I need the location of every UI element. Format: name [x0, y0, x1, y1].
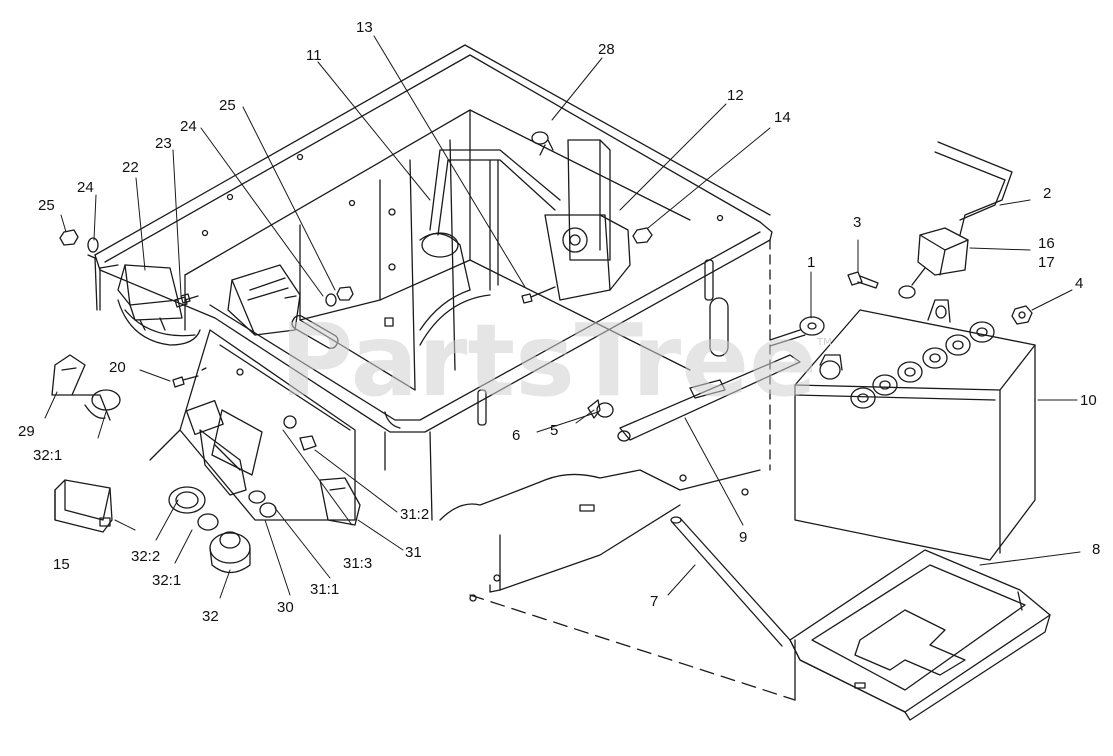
callout-8: 8 [1092, 541, 1100, 558]
callout-31: 31 [405, 544, 422, 561]
battery [794, 299, 1036, 561]
nut-washer-left [59, 229, 99, 311]
callout-29: 29 [18, 423, 35, 440]
callout-32-1: 32:1 [152, 572, 181, 589]
bolt-3 [847, 271, 879, 289]
watermark: PartsTree TM [280, 302, 832, 419]
callout-16: 16 [1038, 235, 1055, 252]
strap-9 [617, 354, 801, 442]
callout-12: 12 [727, 87, 744, 104]
gauge-parts [168, 415, 361, 574]
callout-17: 17 [1038, 254, 1055, 271]
callout-3: 3 [853, 214, 861, 231]
callout-31-1: 31:1 [310, 581, 339, 598]
callout-1: 1 [807, 254, 815, 271]
switch-15 [54, 479, 113, 533]
leader-lines [44, 35, 1081, 599]
callout-32: 32 [202, 608, 219, 625]
callout-10: 10 [1080, 392, 1097, 409]
callout-30: 30 [277, 599, 294, 616]
bracket-part [227, 264, 301, 336]
nut-washer-right [325, 286, 354, 307]
callout-4: 4 [1075, 275, 1083, 292]
callout-11: 11 [306, 47, 322, 64]
callout-15: 15 [53, 556, 70, 573]
callout-20: 20 [109, 359, 126, 376]
callout-32-2: 32:2 [131, 548, 160, 565]
callout-24-top: 24 [180, 118, 197, 135]
battery-tray [789, 549, 1051, 721]
callout-31-3: 31:3 [343, 555, 372, 572]
battery-cable [898, 141, 1013, 299]
relay-part [99, 264, 201, 346]
callout-31-2: 31:2 [400, 506, 429, 523]
callout-5: 5 [550, 422, 558, 439]
callout-28: 28 [598, 41, 615, 58]
callout-2: 2 [1043, 185, 1051, 202]
callout-32-1-left: 32:1 [33, 447, 62, 464]
callout-25-top: 25 [219, 97, 236, 114]
nut-4 [1011, 305, 1033, 325]
small-hardware [180, 131, 556, 304]
watermark-text: PartsTree [280, 302, 817, 419]
wing-nut-6 [587, 399, 614, 419]
rod-7 [670, 516, 791, 647]
callout-9: 9 [739, 529, 747, 546]
watermark-tm: TM [816, 337, 832, 348]
callout-14: 14 [774, 109, 791, 126]
callout-labels: 13 11 28 12 14 2 16 17 3 1 4 10 6 5 9 8 … [18, 19, 1100, 625]
callout-7: 7 [650, 593, 658, 610]
callout-23: 23 [155, 135, 172, 152]
frame-chassis [94, 44, 773, 521]
callout-25-left: 25 [38, 197, 55, 214]
base-plate [439, 469, 796, 701]
callout-22: 22 [122, 159, 139, 176]
key-switch [51, 354, 121, 421]
callout-13: 13 [356, 19, 373, 36]
callout-6: 6 [512, 427, 520, 444]
dash-panel [149, 314, 356, 521]
callout-24-left: 24 [77, 179, 94, 196]
bolt-washer-1 [769, 316, 825, 347]
